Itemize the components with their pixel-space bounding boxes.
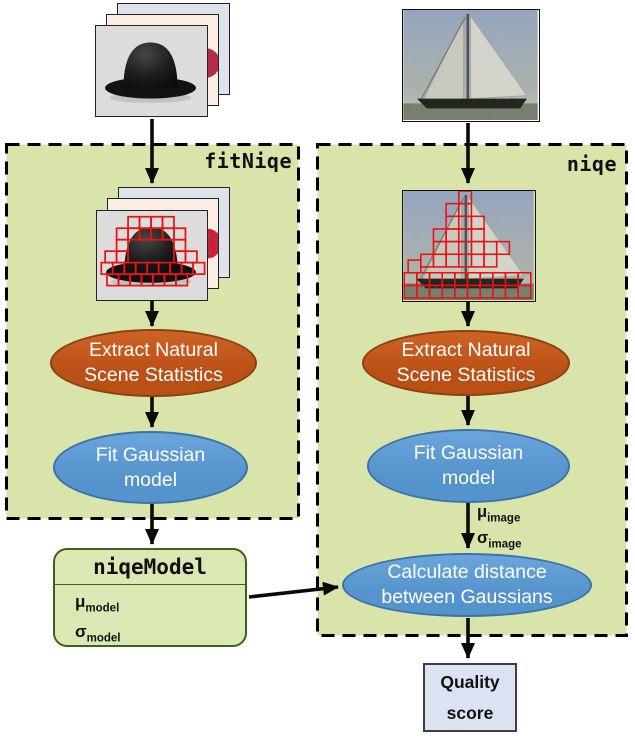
bowler-hat-image-with-patches <box>100 215 206 288</box>
mu-model-param: μmodel <box>75 592 120 615</box>
extract-nss-step-fitniqe: Extract Natural Scene Statistics <box>50 329 257 397</box>
niqe-model-params: μmodel σmodel <box>55 585 245 651</box>
stack-photo-front <box>96 210 208 301</box>
fitniqe-panel-label: fitNiqe <box>204 149 292 173</box>
noisy-sailboat-image <box>403 10 538 120</box>
arrow-model-to-distance <box>248 581 339 599</box>
noisy-input-image <box>402 9 540 122</box>
sigma-model-param: σmodel <box>75 622 121 645</box>
reference-image-stack-patches <box>96 187 232 303</box>
bowler-hat-image <box>105 42 196 103</box>
quality-score-box: Quality score <box>423 663 517 732</box>
niqe-panel-label: niqe <box>566 152 617 176</box>
niqe-model-title: niqeModel <box>55 550 245 585</box>
noisy-sailboat-image-with-patches <box>403 190 534 300</box>
niqe-model-box: niqeModel μmodel σmodel <box>53 548 247 647</box>
reference-image-stack <box>95 3 231 119</box>
stack-photo-front <box>95 25 208 117</box>
sigma-image-label: σimage <box>477 529 522 551</box>
noisy-input-image-patches <box>402 190 536 302</box>
gaussian-params-label: μimage σimage <box>477 502 522 555</box>
mu-image-label: μimage <box>477 503 521 525</box>
fit-gaussian-step-fitniqe: Fit Gaussian model <box>53 431 248 504</box>
calculate-distance-step: Calculate distance between Gaussians <box>342 553 592 617</box>
quality-score-label: Quality score <box>440 671 500 723</box>
extract-nss-step-niqe: Extract Natural Scene Statistics <box>362 330 570 396</box>
fit-gaussian-step-niqe: Fit Gaussian model <box>367 429 570 503</box>
